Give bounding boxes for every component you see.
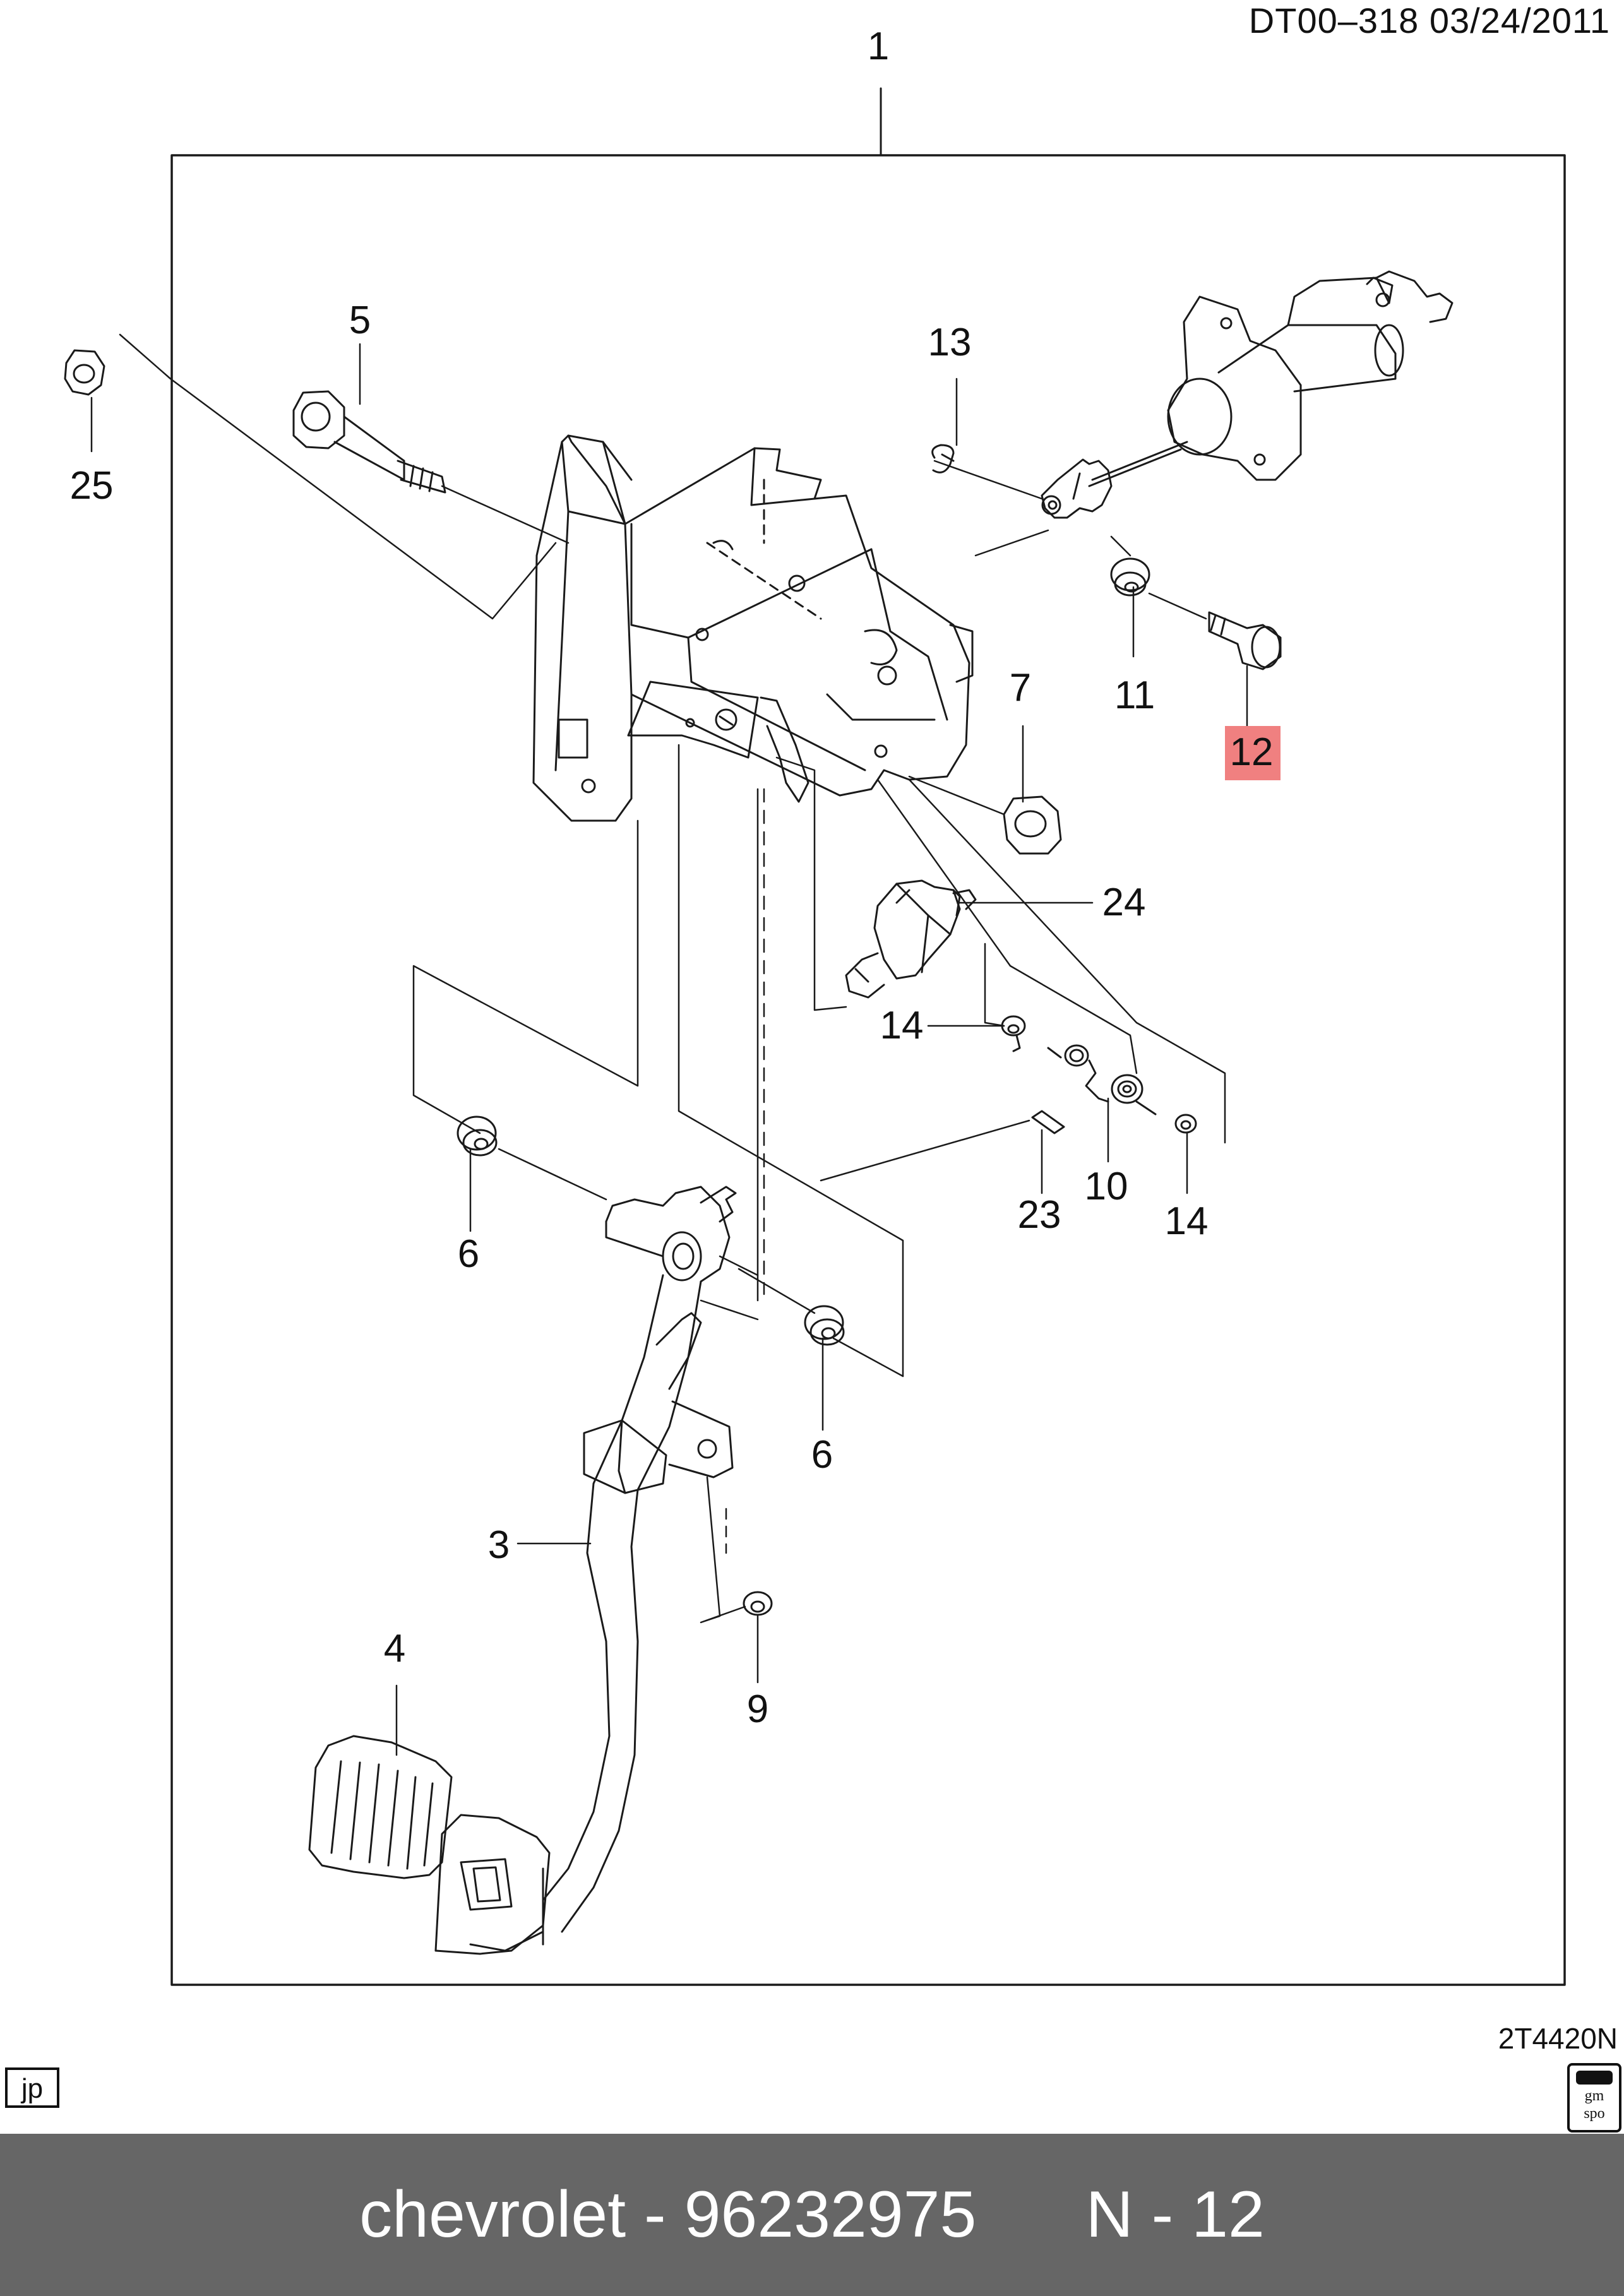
logo-text-gm: gm — [1584, 2088, 1604, 2104]
logo-cap — [1576, 2071, 1613, 2085]
logo-text: gm spo — [1572, 2087, 1616, 2122]
gm-spo-logo: gm spo — [1567, 2063, 1621, 2132]
nut-14-lower — [1174, 1114, 1197, 1134]
footer-text: chevrolet - 96232975 N - 12 — [0, 2134, 1624, 2296]
callout-25: 25 — [70, 464, 114, 508]
callout-11: 11 — [1114, 674, 1155, 717]
jp-badge: jp — [5, 2067, 59, 2108]
nut-14-upper — [1001, 1015, 1026, 1052]
footer-bar: chevrolet - 96232975 N - 12 — [0, 2134, 1624, 2296]
bushing-11 — [1110, 557, 1150, 597]
pedal-assembly-diagram: 1 3 4 5 6 6 7 9 10 11 12 13 14 14 23 24 … — [64, 25, 1566, 1986]
callout-leaders — [90, 343, 1248, 1756]
callout-1: 1 — [868, 25, 889, 68]
pedal-pad-4 — [308, 1735, 453, 1879]
callout-13: 13 — [928, 321, 972, 364]
callout-6a: 6 — [458, 1232, 479, 1276]
switch-bracket — [627, 681, 809, 803]
callout-3: 3 — [488, 1523, 510, 1567]
switch-24 — [845, 879, 977, 999]
nut-25 — [64, 349, 105, 396]
reference-code: 2T4420N — [1498, 2022, 1618, 2055]
callout-5: 5 — [349, 299, 371, 342]
callout-6b: 6 — [811, 1433, 833, 1477]
callout-7: 7 — [1010, 666, 1031, 710]
pin-12 — [1208, 611, 1282, 670]
callout-10: 10 — [1085, 1165, 1128, 1208]
assembly-frame — [170, 154, 1566, 1986]
clutch-master-cylinder — [1041, 270, 1454, 519]
pedal-bracket — [532, 434, 974, 822]
bolt-5 — [292, 390, 446, 494]
logo-text-spo: spo — [1584, 2105, 1605, 2122]
callout-24: 24 — [1102, 881, 1146, 924]
bushing-6-upper — [457, 1115, 498, 1157]
callout-4: 4 — [384, 1627, 405, 1670]
footer-page: N - 12 — [1085, 2178, 1265, 2251]
callout-14a: 14 — [880, 1004, 924, 1047]
footer-brand: chevrolet — [359, 2178, 626, 2251]
pin-23 — [1031, 1110, 1065, 1134]
bushing-6-lower — [804, 1305, 845, 1346]
callout-23: 23 — [1018, 1193, 1061, 1237]
spring-10 — [1047, 1044, 1157, 1115]
clutch-pedal-arm — [469, 1186, 737, 1952]
callout-14b: 14 — [1165, 1199, 1209, 1243]
callout-12: 12 — [1230, 730, 1274, 774]
callout-9: 9 — [747, 1687, 768, 1731]
nut-9 — [743, 1591, 773, 1616]
highlight-12 — [1225, 726, 1281, 780]
footer-part-number: 96232975 — [684, 2178, 977, 2251]
clutch-pad — [434, 1814, 551, 1955]
clip-13 — [931, 444, 955, 473]
diagram-code: DT00–318 03/24/2011 — [1248, 1, 1610, 40]
construction-lines — [119, 333, 1226, 1624]
footer-separator: - — [644, 2178, 666, 2251]
nut-7 — [1003, 795, 1062, 855]
